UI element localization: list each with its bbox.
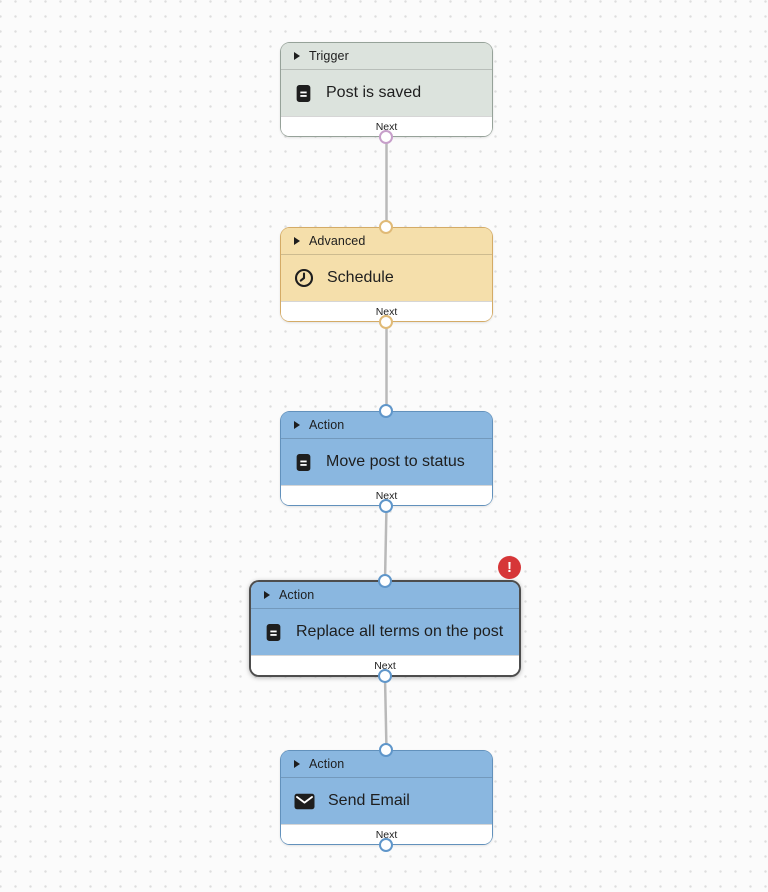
- node-body: Post is saved: [281, 70, 492, 116]
- node-footer: Next: [251, 655, 519, 675]
- node-action-send-email[interactable]: Action Send Email Next: [280, 743, 493, 852]
- collapse-toggle-icon[interactable]: [294, 237, 300, 245]
- collapse-toggle-icon[interactable]: [294, 760, 300, 768]
- next-output-label: Next: [375, 828, 398, 841]
- collapse-toggle-icon[interactable]: [264, 591, 270, 599]
- next-output-label: Next: [374, 659, 396, 672]
- node-category-label: Advanced: [309, 234, 366, 248]
- input-port[interactable]: [379, 404, 393, 418]
- connector: [383, 505, 388, 582]
- node-footer: Next: [281, 116, 492, 136]
- collapse-toggle-icon[interactable]: [294, 52, 300, 60]
- node-action-move-post-to-status[interactable]: Action Move post to status Next: [280, 404, 493, 513]
- input-port[interactable]: [379, 743, 393, 757]
- node-body: Send Email: [281, 778, 492, 824]
- input-port[interactable]: [377, 574, 392, 588]
- node-footer: Next: [281, 485, 492, 505]
- node-body: Replace all terms on the post: [251, 609, 519, 655]
- output-port[interactable]: [379, 315, 393, 329]
- node-footer: Next: [281, 824, 492, 844]
- node-category-label: Trigger: [309, 49, 349, 63]
- node-footer: Next: [281, 301, 492, 321]
- error-badge[interactable]: !: [498, 556, 521, 579]
- document-icon: [264, 623, 283, 642]
- node-advanced-schedule[interactable]: Advanced Schedule Next: [280, 220, 493, 329]
- connector: [383, 676, 388, 752]
- node-title: Replace all terms on the post: [296, 623, 504, 640]
- node-category-label: Action: [279, 588, 315, 602]
- output-port[interactable]: [379, 838, 393, 852]
- node-category-label: Action: [309, 418, 345, 432]
- node-category-label: Action: [309, 757, 345, 771]
- node-title: Move post to status: [326, 453, 465, 470]
- clock-icon: [294, 268, 314, 288]
- node-header: Advanced: [281, 228, 492, 255]
- output-port[interactable]: [379, 499, 393, 513]
- next-output-label: Next: [375, 120, 398, 133]
- envelope-icon: [294, 793, 315, 810]
- output-port[interactable]: [379, 130, 393, 144]
- output-port[interactable]: [377, 669, 392, 683]
- next-output-label: Next: [375, 489, 398, 502]
- node-body: Move post to status: [281, 439, 492, 485]
- document-icon: [294, 84, 313, 103]
- next-output-label: Next: [375, 305, 398, 318]
- node-title: Send Email: [328, 792, 410, 809]
- node-action-replace-all-terms[interactable]: Action Replace all terms on the post Nex…: [249, 556, 521, 683]
- node-title: Post is saved: [326, 84, 422, 101]
- node-title: Schedule: [327, 269, 394, 286]
- node-trigger-post-is-saved[interactable]: Trigger Post is saved Next: [280, 42, 493, 144]
- collapse-toggle-icon[interactable]: [294, 421, 300, 429]
- node-body: Schedule: [281, 255, 492, 301]
- document-icon: [294, 453, 313, 472]
- input-port[interactable]: [379, 220, 393, 234]
- node-header: Trigger: [281, 43, 492, 70]
